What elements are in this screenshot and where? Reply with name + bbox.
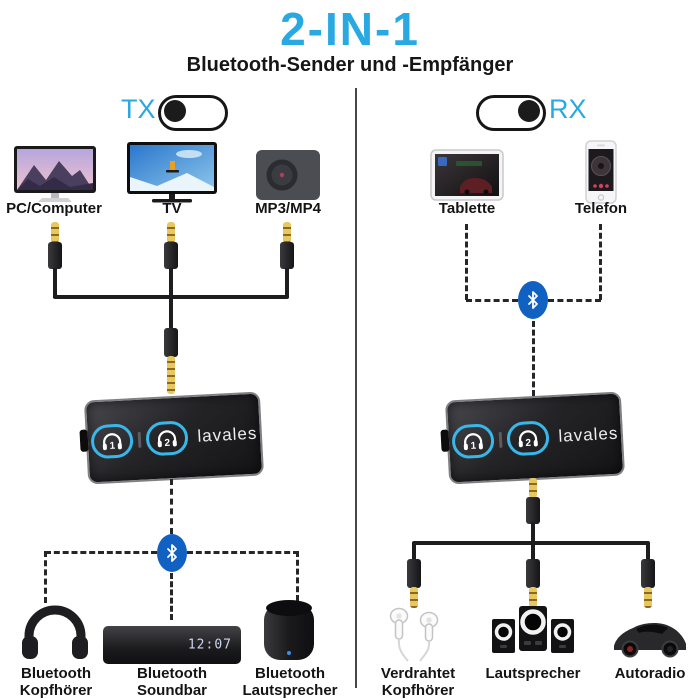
svg-text:2: 2 — [525, 438, 532, 449]
channel-1-button[interactable]: 1 — [89, 423, 134, 460]
source-label-tablet: Tablette — [438, 200, 496, 217]
tablet-icon — [430, 149, 504, 201]
tv-icon — [127, 142, 217, 203]
wireless-link — [170, 573, 173, 620]
center-divider — [355, 88, 357, 688]
rx-mode-label: RX — [549, 94, 587, 124]
brand-logo: lavales — [196, 423, 258, 446]
desktop-computer-icon — [14, 146, 96, 202]
source-label-mp3: MP3/MP4 — [255, 200, 321, 217]
car-icon — [614, 622, 686, 658]
headphones-channel-icon: 1 — [463, 433, 483, 452]
wireless-bus — [45, 551, 157, 554]
bluetooth-adapter-tx: 1 2 lavales — [79, 391, 265, 485]
channel-1-button[interactable]: 1 — [450, 423, 495, 460]
headphones-channel-icon: 1 — [102, 433, 122, 452]
channel-2-button[interactable]: 2 — [505, 420, 550, 457]
svg-text:2: 2 — [164, 438, 171, 449]
wireless-bus — [466, 299, 518, 302]
rx-toggle-knob — [518, 100, 540, 122]
headphones-icon — [22, 605, 88, 659]
source-label-pc: PC/Computer — [6, 200, 102, 217]
headphones-channel-icon: 2 — [518, 430, 538, 449]
wireless-bus — [187, 551, 299, 554]
page-subtitle: Bluetooth-Sender und -Empfänger — [186, 54, 514, 76]
output-label-speakers: Lautsprecher — [485, 665, 581, 682]
button-separator — [498, 431, 502, 448]
earbuds-icon — [389, 607, 439, 662]
wireless-link — [170, 479, 173, 534]
wireless-link — [532, 321, 535, 396]
computer-speakers-icon — [492, 606, 574, 653]
source-label-tv: TV — [162, 200, 182, 217]
soundbar-icon: 12:07 — [103, 626, 241, 664]
bluetooth-icon — [518, 281, 548, 319]
power-switch[interactable] — [79, 429, 89, 452]
wireless-link — [44, 551, 47, 603]
wireless-link — [465, 224, 468, 300]
mp3-player-icon — [256, 150, 320, 200]
bluetooth-adapter-rx: 1 2 lavales — [440, 391, 626, 485]
brand-logo: lavales — [557, 423, 619, 446]
phone-icon — [585, 140, 617, 204]
wireless-link — [296, 551, 299, 601]
tx-mode-label: TX — [121, 94, 156, 124]
svg-text:1: 1 — [109, 441, 116, 452]
bluetooth-icon — [157, 534, 187, 572]
wireless-bus — [548, 299, 601, 302]
headphones-channel-icon: 2 — [157, 430, 177, 449]
rx-toggle-switch[interactable] — [476, 95, 546, 131]
tx-toggle-knob — [164, 100, 186, 122]
wireless-link — [599, 224, 602, 300]
power-switch[interactable] — [440, 429, 450, 452]
tx-toggle-switch[interactable] — [158, 95, 228, 131]
source-label-phone: Telefon — [574, 200, 628, 217]
channel-2-button[interactable]: 2 — [144, 420, 189, 457]
output-label-car-radio: Autoradio — [614, 665, 686, 682]
page-title: 2-IN-1 — [280, 3, 420, 55]
soundbar-clock: 12:07 — [187, 637, 232, 653]
svg-text:1: 1 — [470, 441, 477, 452]
speaker-icon — [264, 600, 314, 660]
button-separator — [137, 431, 141, 448]
